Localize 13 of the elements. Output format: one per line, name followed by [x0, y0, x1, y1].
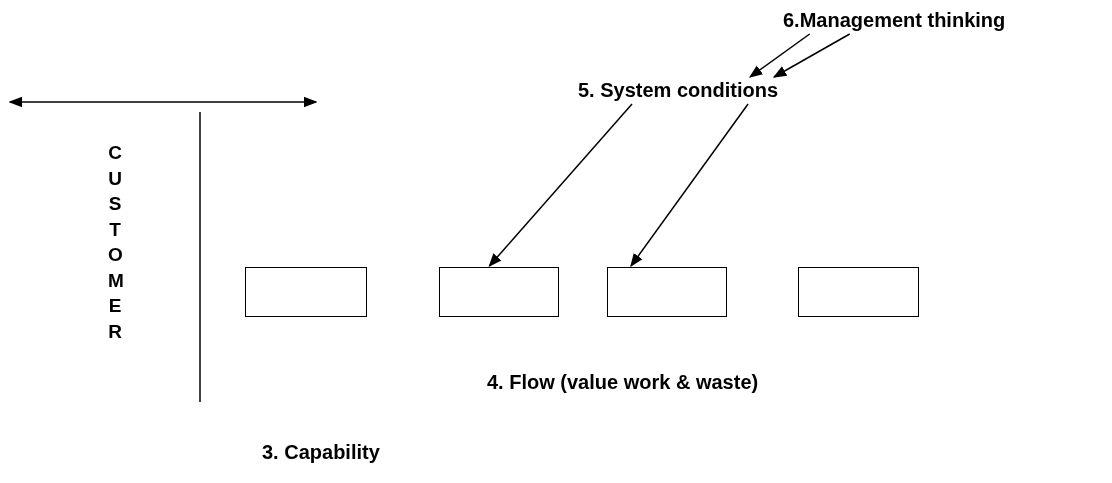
label-text: 4. Flow (value work & waste) — [487, 370, 759, 394]
arrow — [748, 33, 811, 78]
arrow — [488, 103, 633, 267]
process-box — [798, 267, 919, 317]
process-box — [245, 267, 367, 317]
label-text: 3. Capability — [262, 440, 380, 464]
arrow — [630, 103, 749, 268]
vertical-label: CUSTOMER — [108, 140, 122, 344]
heading-text: 5. System conditions — [578, 78, 779, 102]
process-box — [607, 267, 727, 317]
arrow — [772, 33, 851, 78]
process-box — [439, 267, 559, 317]
heading-text: 6.Management thinking — [783, 8, 1006, 32]
